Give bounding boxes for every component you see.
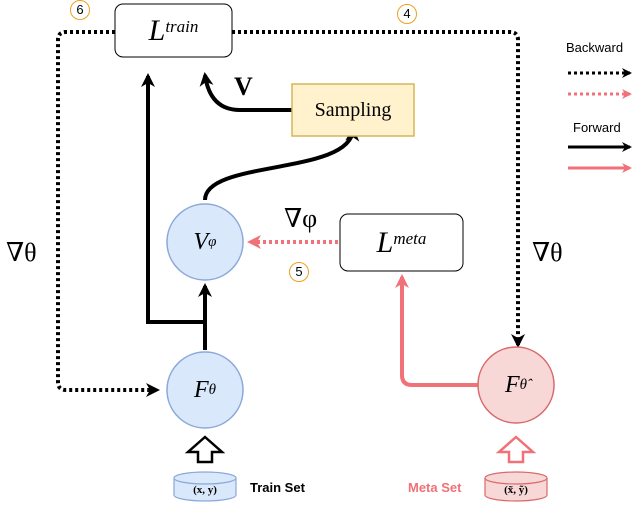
meta-set-symbol: (x̃, ỹ) [504, 484, 528, 496]
backward-edge-ltrain-to-fthetahat [232, 30, 525, 348]
train-set-cylinder [173, 471, 237, 502]
forward-edge-ftheta-to-ltrain [141, 73, 205, 324]
grad-phi-label: ∇φ [284, 204, 318, 233]
f-theta-circle [166, 351, 244, 429]
forward-edge-fthetahat-to-lmeta [395, 274, 478, 387]
v-edge-label: V [234, 72, 253, 101]
forward-edge-vphi-to-sampling [203, 127, 360, 201]
legend-forward-label: Forward [573, 120, 621, 135]
train-input-arrow [184, 435, 226, 464]
forward-edge-sampling-to-ltrain [199, 72, 292, 112]
sampling-label: Sampling [314, 98, 392, 121]
f-theta-subscript: θ [208, 381, 217, 398]
v-phi-subscript: φ [208, 233, 217, 250]
l-meta-box [339, 213, 464, 272]
l-train-superscript: train [165, 16, 199, 36]
l-train-base: L [148, 13, 166, 47]
v-phi-circle [166, 203, 244, 281]
backward-edge-ltrain-to-ftheta [56, 30, 160, 397]
grad-theta-right-label: ∇θ [532, 238, 563, 267]
train-set-label: Train Set [250, 480, 305, 495]
l-train-box [114, 3, 233, 58]
meta-set-label: Meta Set [408, 480, 462, 495]
f-theta-base: F [193, 376, 209, 403]
v-phi-base: V [193, 228, 209, 255]
f-theta-hat-subscript: θ̂ [519, 376, 528, 393]
step-5-marker: 5 [289, 262, 309, 282]
train-set-symbol: (x, y) [193, 484, 217, 496]
step-6-marker: 6 [70, 0, 90, 20]
f-theta-hat-circle [477, 346, 555, 424]
meta-input-arrow [495, 435, 537, 464]
l-meta-base: L [376, 225, 394, 259]
l-meta-superscript: meta [393, 228, 427, 248]
legend-backward-label: Backward [566, 40, 624, 55]
sampling-box [291, 83, 415, 137]
meta-set-cylinder [484, 471, 548, 502]
f-theta-hat-base: F [504, 371, 520, 398]
grad-theta-left-label: ∇θ [6, 238, 37, 267]
step-4-marker: 4 [397, 4, 417, 24]
